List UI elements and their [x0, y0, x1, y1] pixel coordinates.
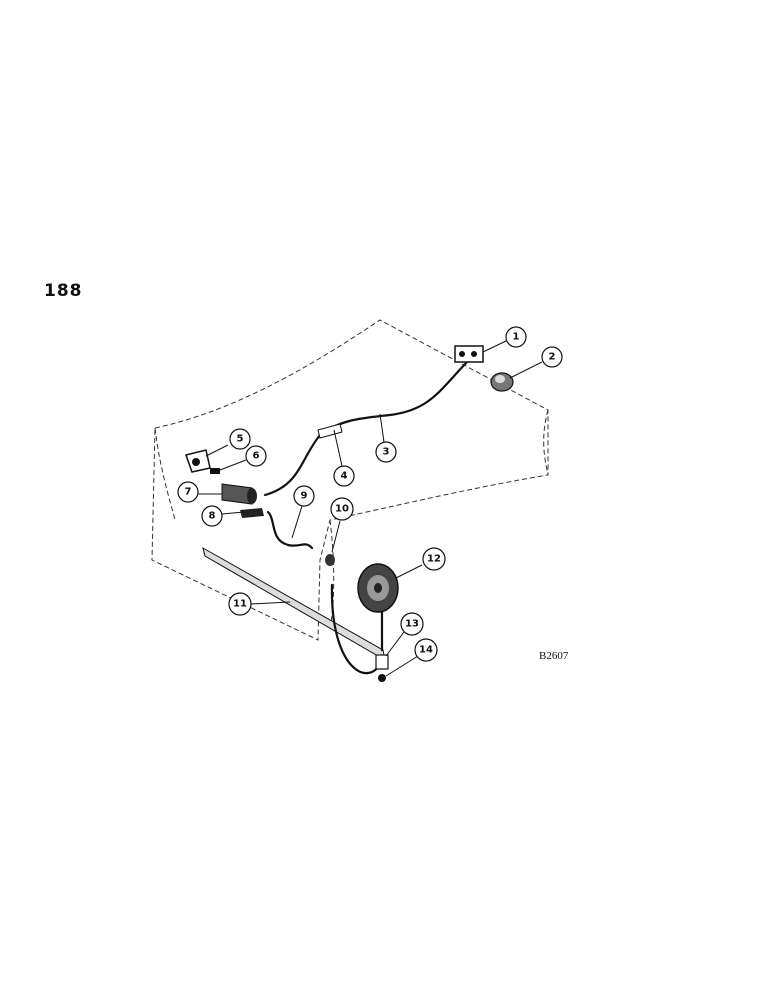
cable-harness [263, 360, 469, 497]
callout-12-label: 12 [427, 554, 441, 565]
seat-outline [151, 319, 549, 641]
cable-sleeve [317, 423, 343, 439]
callout-7: 7 [177, 481, 199, 503]
horn [357, 563, 399, 613]
callout-3-label: 3 [383, 447, 390, 458]
clamp-bracket [185, 449, 211, 473]
callout-11: 11 [228, 592, 252, 616]
callout-8-label: 8 [209, 511, 216, 522]
callout-1-label: 1 [513, 332, 520, 343]
callout-6: 6 [245, 445, 267, 467]
callout-6-label: 6 [253, 451, 260, 462]
callout-14-label: 14 [419, 645, 433, 656]
callout-1: 1 [505, 326, 527, 348]
callout-5-label: 5 [237, 434, 244, 445]
callout-7-label: 7 [185, 487, 192, 498]
horn-bracket [375, 654, 389, 670]
callout-2: 2 [541, 346, 563, 368]
small-fitting [210, 468, 220, 474]
horn-clip [378, 674, 386, 682]
callout-13: 13 [400, 612, 424, 636]
callout-10-label: 10 [335, 504, 349, 515]
callout-4-label: 4 [341, 471, 348, 482]
callout-8: 8 [201, 505, 223, 527]
callout-11-label: 11 [233, 599, 247, 610]
callout-13-label: 13 [405, 619, 419, 630]
leader-lines [198, 340, 543, 677]
figure-code: B2607 [539, 650, 569, 662]
callout-2-label: 2 [549, 352, 556, 363]
callout-3: 3 [375, 441, 397, 463]
callout-9: 9 [293, 485, 315, 507]
ignition-switch [454, 345, 484, 363]
lead-wire [266, 510, 314, 550]
callout-14: 14 [414, 638, 438, 662]
callout-10: 10 [330, 497, 354, 521]
grommet [325, 554, 335, 566]
callout-9-label: 9 [301, 491, 308, 502]
coil-bracket [240, 508, 264, 518]
callout-5: 5 [229, 428, 251, 450]
callout-4: 4 [333, 465, 355, 487]
ignition-coil [221, 483, 257, 505]
switch-knob [490, 372, 514, 392]
page-number: 188 [44, 281, 83, 301]
callout-12: 12 [422, 547, 446, 571]
